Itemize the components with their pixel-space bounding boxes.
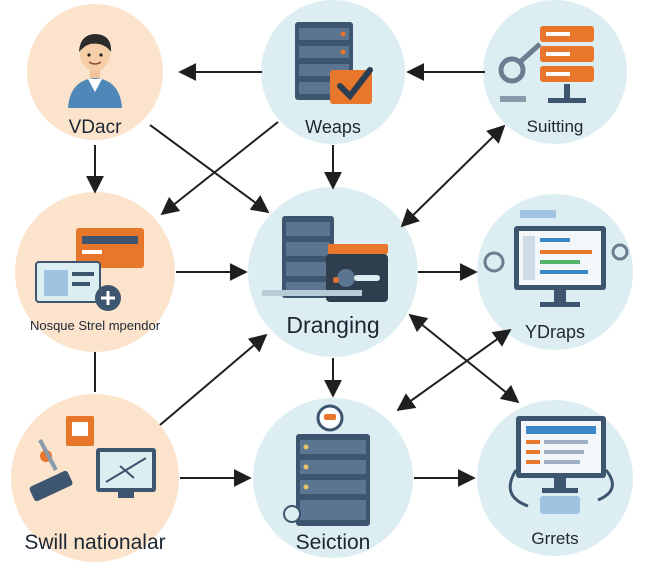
monitor-dashboard-icon: [483, 210, 629, 307]
node-label-weaps: Weaps: [305, 117, 361, 137]
node-label-ydraps: YDraps: [524, 322, 586, 342]
server-with-checkmark-icon: [295, 22, 373, 104]
cards-and-plus-icon: [35, 228, 144, 311]
arrow-swill-to-dranging: [159, 333, 268, 426]
node-swill-circle: [11, 394, 179, 562]
tools-and-monitor-icon: [29, 416, 156, 502]
arrow-weaps-to-nosque: [160, 121, 279, 216]
node-label-swill: Swill nationalar: [24, 531, 166, 554]
node-label-grrets: Grrets: [531, 529, 579, 548]
arrow-dranging-suitting: [400, 124, 506, 228]
server-with-panel-icon: [262, 216, 388, 302]
node-label-seiction: Seiction: [295, 531, 371, 554]
node-label-nosque: Nosque Strel mpendor: [29, 318, 161, 333]
connectors: [86, 63, 520, 487]
server-with-clock-icon: [283, 404, 370, 526]
node-label-vdacr: VDacr: [68, 117, 122, 138]
server-with-wrench-icon: [498, 26, 594, 103]
arrow-vdacr-to-dranging: [149, 124, 270, 214]
node-label-suitting: Suitting: [526, 117, 584, 136]
person-avatar-icon: [68, 34, 122, 108]
monitor-with-cable-icon: [508, 416, 614, 514]
node-label-dranging: Dranging: [286, 312, 380, 338]
arrow-seiction-ydraps: [396, 328, 512, 412]
